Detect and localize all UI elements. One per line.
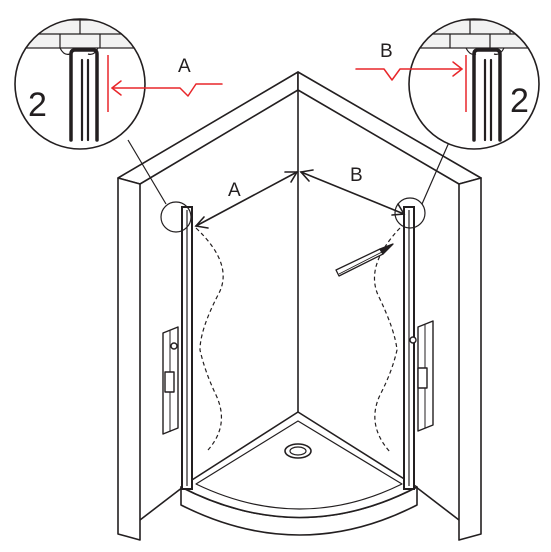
right-door-swing [373,227,401,453]
right-part-number: 2 [510,82,529,120]
left-wall-floor-edge [139,486,184,521]
right-handle [409,320,434,432]
right-wall-front-edge [458,177,482,541]
pencil-icon [335,243,394,277]
shower-tray [180,411,418,536]
left-detail-zoom: A 2 [14,18,223,150]
measure-a-line [195,171,298,227]
measure-arrows [194,169,406,229]
right-wall-floor-edge [415,486,460,521]
detail-callouts [127,139,451,233]
right-measure-arrow [355,61,463,81]
enclosure-walls [117,71,482,541]
left-measure-arrow [111,80,223,97]
left-handle [162,326,179,435]
right-detail-marker [394,197,426,229]
left-profile-section [69,48,99,142]
handles [162,320,434,435]
right-detail-label: B [380,41,393,62]
door-swing-outlines [195,227,401,453]
inner-label-a: A [228,180,241,201]
drain-inner [289,446,307,456]
left-detail-label: A [178,56,191,77]
measure-b-line [300,171,405,215]
inner-label-b: B [350,165,363,186]
tray-inner-basin [195,420,403,510]
right-profile-section [472,48,502,142]
left-part-number: 2 [28,86,47,124]
left-wall-front-edge [117,177,141,541]
left-door-swing [195,227,224,451]
left-detail-marker [160,201,192,233]
